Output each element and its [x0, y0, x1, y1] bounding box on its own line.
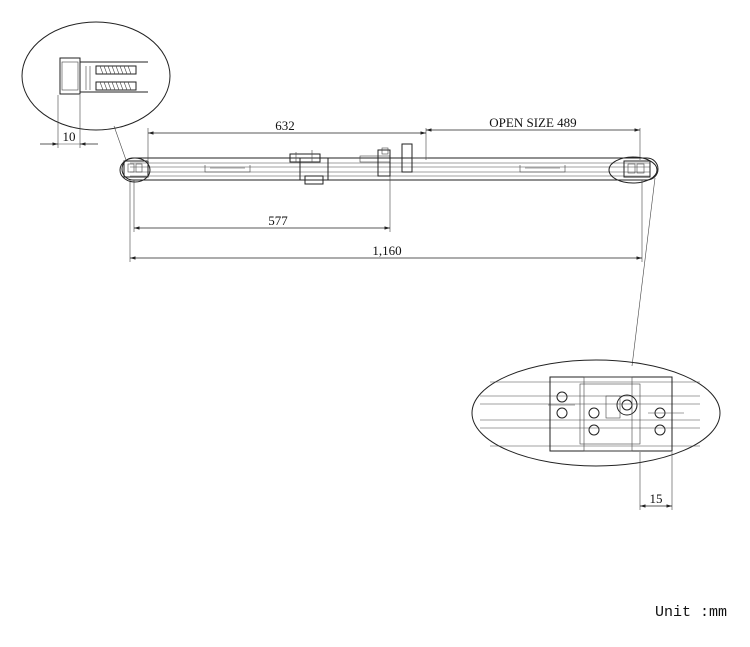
- unit-label: Unit :mm: [655, 604, 728, 621]
- dimension-1160: 1,160: [129, 180, 643, 262]
- dimension-label-577: 577: [268, 213, 288, 228]
- right-detail-callout: 15: [471, 156, 721, 510]
- dimension-label-15: 15: [650, 491, 663, 506]
- dimension-577: 577: [133, 176, 391, 232]
- left-detail-callout: 10: [21, 21, 171, 183]
- dimension-open-size: OPEN SIZE 489: [426, 115, 641, 160]
- dimension-label-open-size: OPEN SIZE 489: [489, 115, 576, 130]
- dimension-632: 632: [147, 118, 427, 160]
- dimension-label-10: 10: [63, 129, 76, 144]
- dimension-label-1160: 1,160: [372, 243, 401, 258]
- dimension-label-632: 632: [275, 118, 295, 133]
